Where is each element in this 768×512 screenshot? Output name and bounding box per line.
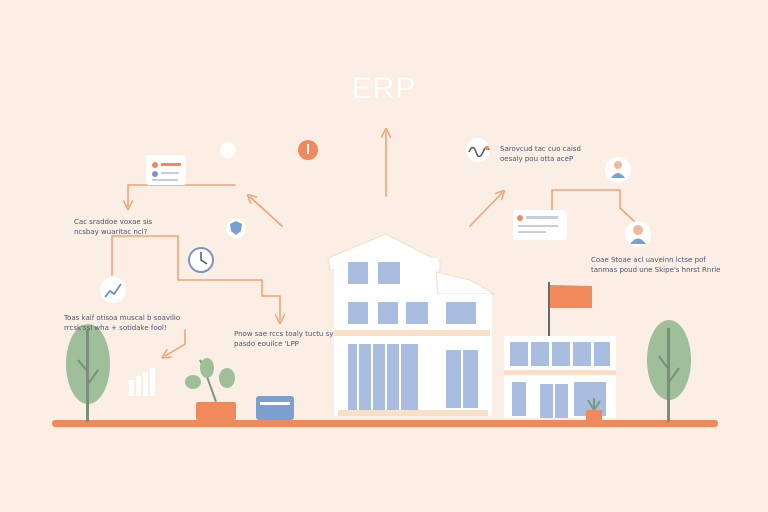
document-card-icon (146, 155, 186, 185)
connector-right-down (619, 189, 636, 223)
caption-center: Pnow sae rccs toaly tuctu sy pasdo eouil… (234, 330, 334, 348)
office-building (504, 336, 616, 418)
caption-right-lower: Coae Stoae acl uaveinn lctse pof tanmas … (591, 256, 721, 274)
small-plant-icon (586, 398, 602, 420)
caption-left-lower: Toas kaif otisoa muscal b soavilio rrcsk… (64, 314, 181, 332)
info-icon (298, 140, 318, 160)
connector-top-left (128, 184, 236, 206)
caption-left-upper: Cac sraddoe voxae sis ncsbay wuaritac nc… (74, 218, 153, 236)
connector-wave (154, 235, 280, 320)
bar-chart-icon (129, 368, 155, 396)
arrow-diag-right (469, 193, 502, 227)
person-avatar-icon (605, 157, 631, 183)
connector-arrows (111, 132, 636, 356)
waveform-icon (466, 138, 490, 162)
tree-icon-left (66, 324, 110, 422)
plant-pot-icon (185, 358, 236, 420)
clock-icon (188, 247, 214, 273)
main-building (327, 233, 496, 416)
chart-line-icon (100, 277, 126, 303)
person-avatar-icon-2 (625, 221, 651, 247)
arrow-diag-left (250, 197, 283, 227)
flag-icon (548, 282, 592, 336)
sparkle-icon (220, 142, 236, 158)
connector-low-left (165, 329, 186, 356)
tree-icon-right (647, 320, 691, 422)
connector-top-right (551, 189, 621, 199)
folder-icon (256, 396, 294, 420)
ground-line (52, 420, 718, 427)
shield-icon (226, 218, 246, 238)
caption-right-upper: Sarovcud tac cuo caisd oesaly pou otta a… (500, 145, 581, 163)
document-card-right-icon (513, 210, 567, 240)
connector-mid-left (111, 235, 156, 276)
page-title: ERP (351, 72, 417, 105)
